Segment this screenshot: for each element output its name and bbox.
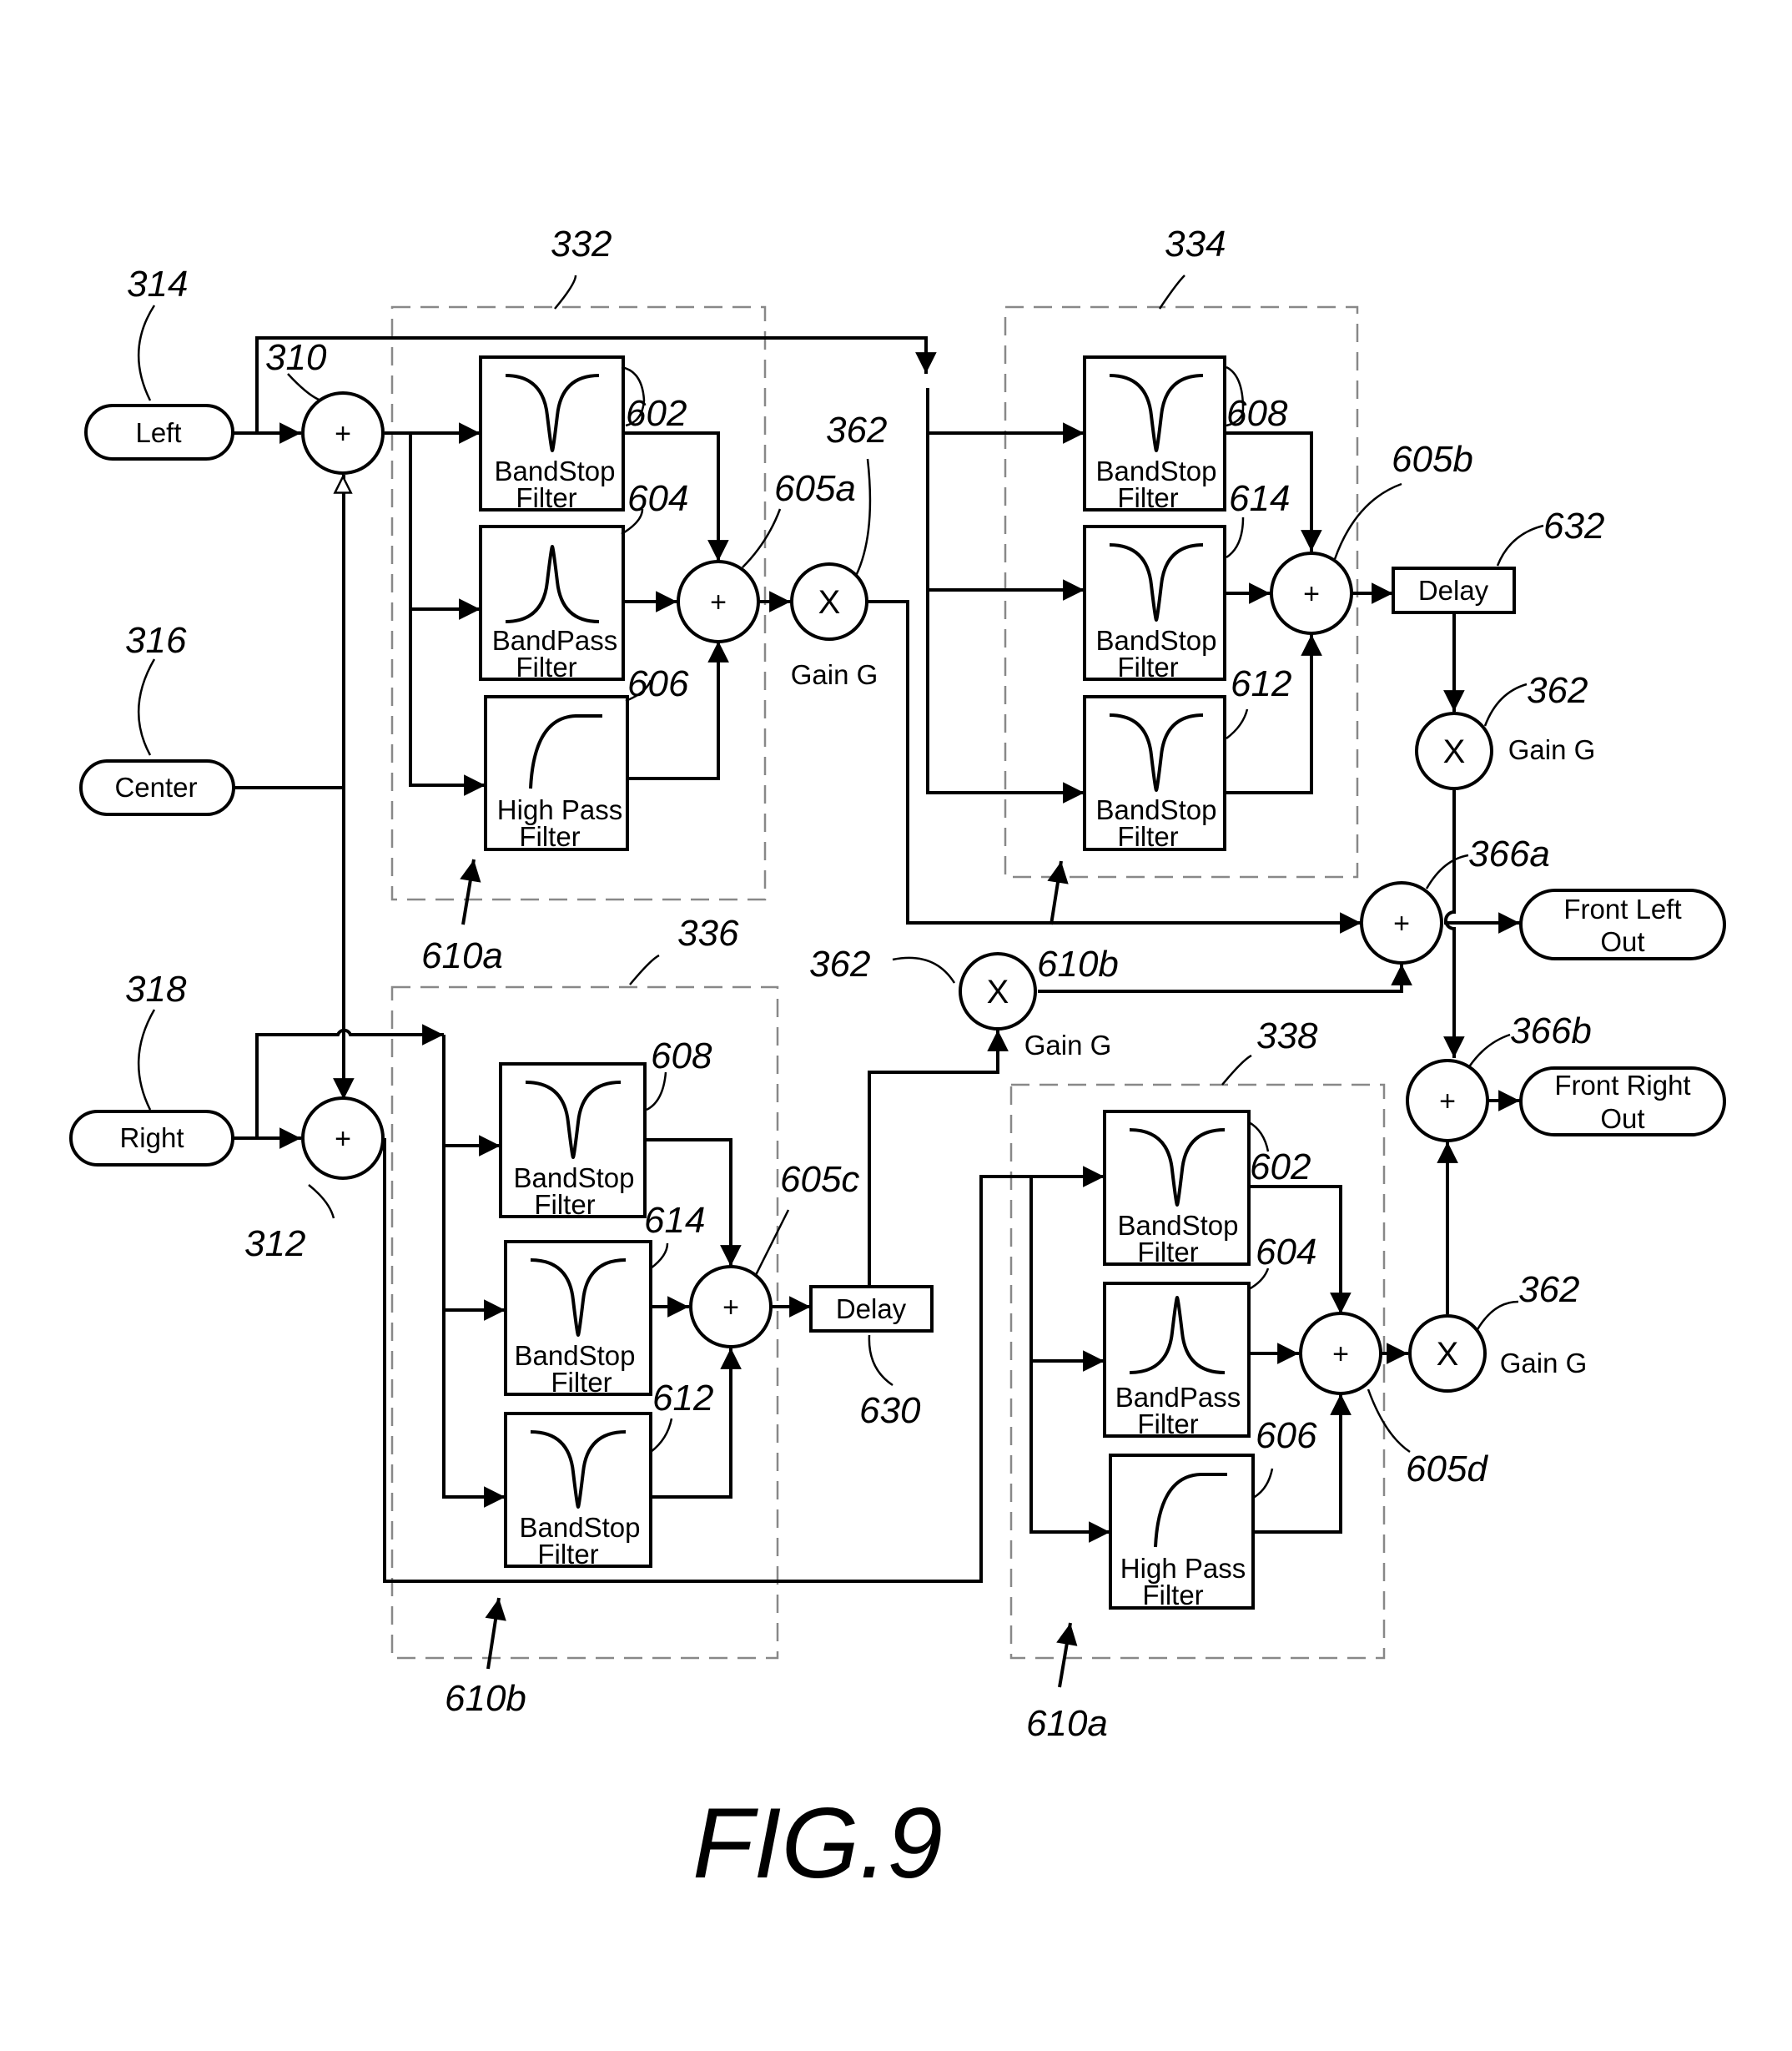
ref-334: 334 (1165, 224, 1226, 265)
figure-label: FIG.9 (692, 1787, 943, 1899)
ref-605c: 605c (780, 1159, 859, 1200)
svg-text:+: + (335, 1123, 351, 1155)
svg-text:+: + (1393, 908, 1410, 940)
input-left-label: Left (135, 417, 181, 448)
filter-612-lower-label-2: Filter (537, 1539, 598, 1570)
ref-610a-upper: 610a (421, 935, 503, 976)
ref-610a-lower: 610a (1026, 1703, 1108, 1744)
ref-310: 310 (265, 337, 327, 378)
output-front-right-label-2: Out (1600, 1103, 1644, 1134)
filter-602-lower-label-2: Filter (1137, 1237, 1198, 1267)
delay-632-label: Delay (1418, 575, 1489, 606)
output-front-left-label-2: Out (1600, 926, 1644, 957)
ref-605a: 605a (774, 468, 856, 509)
gain-multiplier-right: X (1417, 713, 1492, 789)
ref-336: 336 (677, 913, 739, 954)
ref-614: 614 (1229, 478, 1290, 519)
filter-604-label-2: Filter (516, 652, 576, 683)
svg-text:+: + (722, 1292, 739, 1323)
delay-630-label: Delay (836, 1293, 907, 1324)
ref-312: 312 (244, 1223, 305, 1264)
ref-608-lower: 608 (651, 1036, 712, 1076)
ref-602-lower: 602 (1250, 1146, 1311, 1187)
ref-605b: 605b (1392, 439, 1473, 480)
gain-label-lower: Gain G (1500, 1348, 1588, 1378)
svg-text:+: + (710, 587, 727, 618)
ref-602: 602 (626, 393, 687, 434)
ref-605d: 605d (1406, 1449, 1488, 1489)
filter-608-lower-label-2: Filter (534, 1189, 595, 1220)
input-right-label: Right (119, 1122, 184, 1153)
sum-node-605a: + (678, 562, 758, 642)
sum-node-310: + (303, 393, 383, 473)
ref-332: 332 (551, 224, 612, 265)
ref-606: 606 (627, 663, 689, 704)
ref-362-upper: 362 (826, 410, 887, 451)
filter-606-lower-label-2: Filter (1142, 1580, 1203, 1610)
ref-606-lower: 606 (1256, 1415, 1317, 1456)
ref-612-lower: 612 (652, 1378, 713, 1419)
ref-630: 630 (859, 1390, 921, 1431)
gain-label-middle: Gain G (1024, 1030, 1112, 1061)
ref-316: 316 (125, 620, 187, 661)
svg-text:X: X (987, 974, 1009, 1010)
sum-node-366b: + (1407, 1061, 1487, 1141)
svg-text:X: X (1443, 733, 1466, 770)
input-center-label: Center (114, 772, 197, 803)
ref-632: 632 (1543, 506, 1604, 547)
ref-338: 338 (1256, 1015, 1318, 1056)
ref-362-middle: 362 (809, 944, 870, 985)
filter-606-label-2: Filter (519, 821, 580, 852)
ref-610b-upper: 610b (1037, 944, 1119, 985)
sum-node-605d: + (1301, 1313, 1381, 1393)
gain-label-upper: Gain G (791, 659, 878, 690)
filter-614-lower-label-2: Filter (551, 1367, 612, 1398)
gain-multiplier-lower: X (1410, 1316, 1485, 1391)
filter-614-label-2: Filter (1117, 652, 1178, 683)
ref-604: 604 (627, 478, 688, 519)
svg-text:X: X (818, 584, 841, 621)
svg-text:+: + (335, 418, 351, 450)
ref-612: 612 (1231, 663, 1291, 704)
ref-608: 608 (1226, 393, 1288, 434)
sum-node-605b: + (1271, 553, 1352, 633)
sum-node-605c: + (691, 1267, 771, 1347)
filter-608-label-2: Filter (1117, 482, 1178, 513)
output-front-left-label-1: Front Left (1563, 894, 1681, 925)
ref-366b: 366b (1510, 1010, 1592, 1051)
sum-node-366a: + (1362, 883, 1442, 963)
svg-text:+: + (1303, 578, 1320, 610)
sum-node-312: + (303, 1098, 383, 1178)
ref-362-lower: 362 (1518, 1269, 1579, 1310)
ref-604-lower: 604 (1256, 1232, 1316, 1272)
svg-text:+: + (1332, 1338, 1349, 1370)
filter-602-label-2: Filter (516, 482, 576, 513)
svg-text:X: X (1437, 1336, 1459, 1373)
ref-318: 318 (125, 969, 187, 1010)
output-front-right-label-1: Front Right (1554, 1070, 1690, 1101)
ref-614-lower: 614 (644, 1200, 705, 1241)
gain-label-right: Gain G (1508, 734, 1596, 765)
filter-612-label-2: Filter (1117, 821, 1178, 852)
filter-604-lower-label-2: Filter (1137, 1408, 1198, 1439)
ref-362-right: 362 (1527, 670, 1588, 711)
ref-610b-lower: 610b (445, 1678, 526, 1719)
svg-text:+: + (1439, 1086, 1456, 1117)
gain-multiplier-middle: X (960, 954, 1035, 1029)
ref-314: 314 (127, 264, 188, 305)
ref-366a: 366a (1468, 834, 1550, 874)
